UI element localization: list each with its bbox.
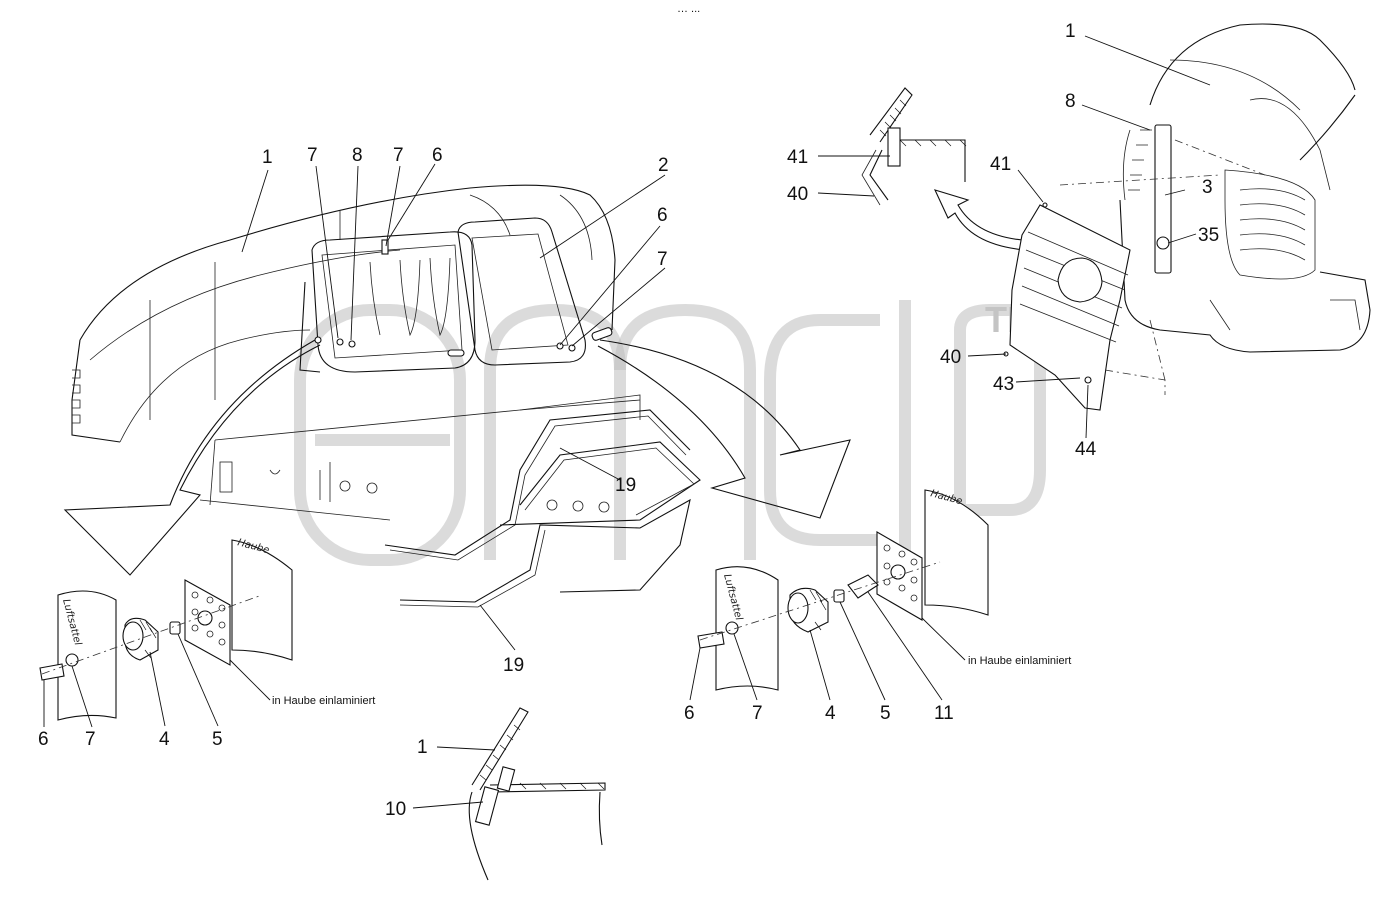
direction-arrow-curved — [933, 189, 1026, 251]
callout-2-center: 2 — [658, 155, 669, 176]
callout-41-right-b: 41 — [990, 154, 1011, 175]
callout-4-mount-right: 4 — [825, 703, 836, 724]
callout-6-left: 6 — [432, 145, 443, 166]
callout-7-mount-right: 7 — [752, 703, 763, 724]
callout-40-right-b: 40 — [940, 347, 961, 368]
callout-4-mount-left: 4 — [159, 729, 170, 750]
callout-7-mount-left: 7 — [85, 729, 96, 750]
note-laminated-right: in Haube einlaminiert — [968, 655, 1071, 667]
hood-assembly-left — [71, 184, 641, 521]
callout-11-mount-right: 11 — [934, 703, 954, 724]
callout-40-right-a: 40 — [787, 184, 808, 205]
callout-7-center: 7 — [657, 249, 668, 270]
callout-6-mount-right: 6 — [684, 703, 695, 724]
top-mark: … ... — [677, 3, 700, 15]
callout-8-right: 8 — [1065, 91, 1076, 112]
sealing-strips — [384, 409, 701, 608]
mount-assembly-right: Luftsattel Haube — [697, 488, 989, 691]
callout-1-bottom: 1 — [417, 737, 428, 758]
callout-19-center-b: 19 — [503, 655, 524, 676]
callout-5-mount-left: 5 — [212, 729, 223, 750]
mount-assembly-left: Luftsattel Haube — [39, 537, 293, 721]
callout-8-left: 8 — [352, 145, 363, 166]
callout-1-right: 1 — [1065, 21, 1076, 42]
callout-19-center-a: 19 — [615, 475, 636, 496]
callout-1-left: 1 — [262, 147, 273, 168]
direction-arrow-right — [597, 339, 851, 519]
callouts: 1 7 8 7 6 2 6 7 19 19 1 8 3 35 41 40 41 … — [38, 21, 1219, 820]
callout-43-right: 43 — [993, 374, 1014, 395]
section-detail-top — [861, 87, 967, 206]
callout-35-right: 35 — [1198, 225, 1219, 246]
callout-41-right-a: 41 — [787, 147, 808, 168]
leader-lines — [43, 35, 1211, 809]
callout-7-left-b: 7 — [393, 145, 404, 166]
note-laminated-left: in Haube einlaminiert — [272, 695, 375, 707]
callout-7-left-a: 7 — [307, 145, 318, 166]
callout-5-mount-right: 5 — [880, 703, 891, 724]
callout-3-right: 3 — [1202, 177, 1213, 198]
callout-6-center: 6 — [657, 205, 668, 226]
hood-assembly-right — [1059, 23, 1371, 381]
radiator-grille-right — [1003, 202, 1166, 411]
section-detail-bottom — [468, 707, 606, 881]
direction-arrow-left — [63, 339, 321, 576]
callout-10-bottom: 10 — [385, 799, 406, 820]
callout-44-right: 44 — [1075, 439, 1097, 460]
callout-6-mount-left: 6 — [38, 729, 49, 750]
